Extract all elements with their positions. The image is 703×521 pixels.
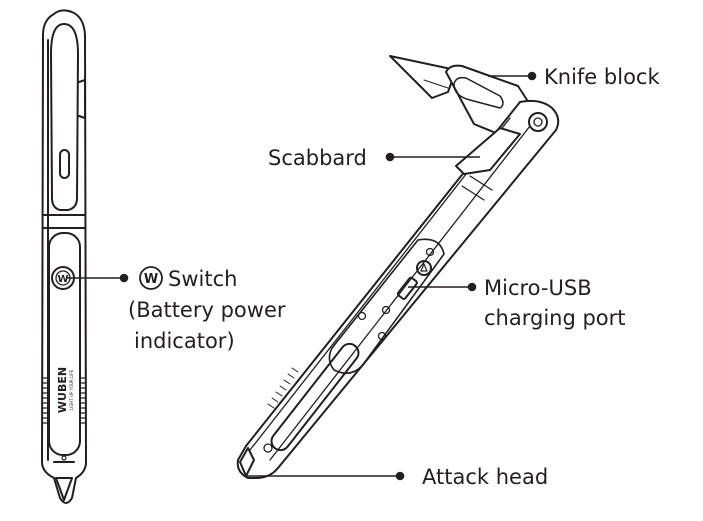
label-switch-detail-line2: indicator) xyxy=(134,329,235,353)
pen-open-body xyxy=(236,99,560,479)
switch-label-letter: W xyxy=(144,272,158,287)
knife-blade xyxy=(389,55,457,99)
label-usb-line1: Micro-USB xyxy=(484,276,592,300)
label-usb-line2: charging port xyxy=(484,306,626,330)
pen-open-view xyxy=(236,55,560,479)
micro-usb-port xyxy=(396,276,418,300)
brand-tagline: LIGHT UP YOUR LIFE xyxy=(69,369,74,410)
switch-panel xyxy=(48,232,81,456)
lower-slot xyxy=(270,342,360,452)
grip-knurling xyxy=(42,377,86,424)
brand-logo: WUBEN LIGHT UP YOUR LIFE xyxy=(56,367,74,413)
pivot-screw xyxy=(528,112,548,132)
label-switch: Switch xyxy=(168,267,237,291)
pen-outer-body xyxy=(41,9,87,504)
label-switch-detail-line1: (Battery power xyxy=(128,298,286,322)
pen-front-view xyxy=(41,9,87,504)
brand-name: WUBEN xyxy=(56,367,69,413)
open-switch-button[interactable] xyxy=(416,260,432,276)
open-grip-lines xyxy=(267,367,299,409)
label-scabbard: Scabbard xyxy=(268,146,367,170)
control-panel xyxy=(328,238,445,374)
callout-lines xyxy=(66,71,537,481)
scabbard-shape xyxy=(455,127,521,175)
label-knife-block: Knife block xyxy=(544,65,660,89)
pocket-clip xyxy=(50,23,79,211)
attack-head-tip xyxy=(239,447,255,477)
label-attack-head: Attack head xyxy=(422,465,548,489)
pen-tip xyxy=(55,477,73,501)
pen-switch-letter: W xyxy=(57,274,68,285)
switch-label-icon: W xyxy=(139,266,163,290)
